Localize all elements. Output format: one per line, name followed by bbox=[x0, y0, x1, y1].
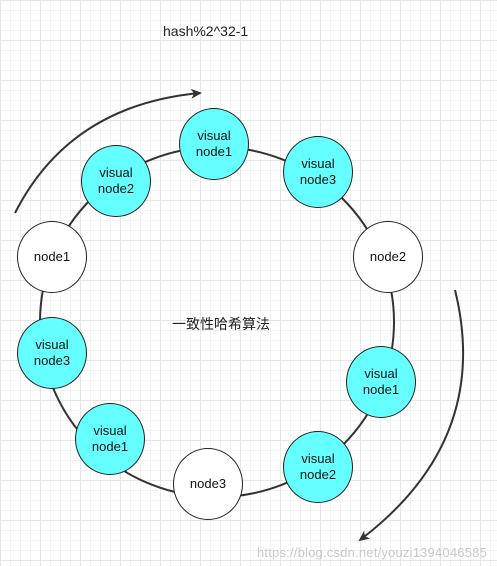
arrow-clockwise-right bbox=[358, 289, 465, 542]
watermark: https://blog.csdn.net/youzi1394046585 bbox=[256, 545, 487, 560]
ring-node-label: node2 bbox=[369, 249, 407, 264]
hash-range-title: hash%2^32-1 bbox=[163, 23, 249, 39]
ring-node-label: node1 bbox=[33, 249, 71, 264]
arrow-clockwise-top bbox=[14, 88, 202, 214]
ring-node-label: node3 bbox=[189, 476, 227, 491]
center-label: 一致性哈希算法 bbox=[172, 316, 270, 332]
ring-node: node1 bbox=[17, 221, 87, 293]
ring-node: node3 bbox=[173, 448, 243, 520]
ring-node: node2 bbox=[353, 221, 423, 293]
